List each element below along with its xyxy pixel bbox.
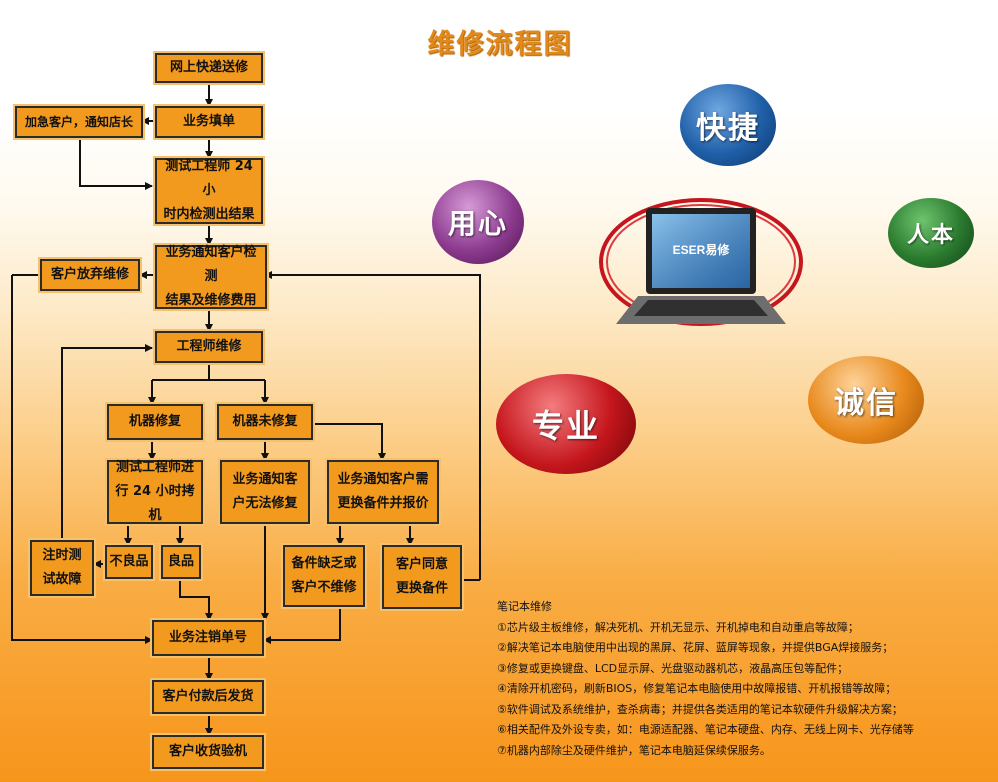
box-burnin-line2: 行 24 小时拷机: [115, 484, 195, 523]
value-fast-label: 快捷: [696, 111, 760, 146]
box-online-express-label: 网上快递送修: [169, 60, 248, 75]
box-burnin-test: 测试工程师进行 24 小时拷机: [107, 460, 203, 524]
value-circle-fast: 快捷: [680, 84, 776, 166]
notes-item: ⑤软件调试及系统维护，查杀病毒；并提供各类适用的笔记本软硬件升级解决方案；: [497, 702, 903, 716]
service-notes: 笔记本维修 ①芯片级主板维修，解决死机、开机无显示、开机掉电和自动重启等故障； …: [497, 597, 992, 761]
box-need-parts-line1: 业务通知客户需: [337, 472, 429, 487]
box-cancel-label: 业务注销单号: [168, 630, 247, 645]
box-fill-form: 业务填单: [155, 106, 263, 138]
box-note-fault-line2: 试故障: [42, 572, 82, 587]
box-online-express: 网上快递送修: [155, 53, 263, 83]
box-need-parts: 业务通知客户需更换备件并报价: [327, 460, 439, 524]
laptop-illustration: ESER易修: [599, 198, 803, 326]
value-circle-integrity: 诚信: [808, 356, 924, 444]
box-receive-check: 客户收货验机: [152, 735, 264, 769]
box-parts-missing-line1: 备件缺乏或: [291, 556, 357, 571]
box-pay-ship-label: 客户付款后发货: [162, 689, 254, 704]
box-test-24h-line2: 时内检测出结果: [163, 207, 255, 222]
box-need-parts-line2: 更换备件并报价: [337, 496, 429, 511]
laptop-keyboard: [634, 300, 768, 316]
box-note-fault: 注时测试故障: [30, 540, 94, 596]
box-engineer-label: 工程师维修: [176, 339, 242, 354]
value-professional-label: 专业: [531, 407, 600, 445]
box-test-24h-line1: 测试工程师 24 小: [165, 159, 253, 198]
box-cannot-fix: 业务通知客户无法修复: [220, 460, 310, 524]
box-notify-line1: 业务通知客户检测: [165, 245, 257, 284]
value-circle-attentive: 用心: [432, 180, 524, 264]
box-customer-agree: 客户同意更换备件: [382, 545, 462, 609]
box-note-fault-line1: 注时测: [42, 548, 82, 563]
box-notify-customer: 业务通知客户检测结果及维修费用: [155, 245, 267, 309]
diagram-title: 维修流程图: [427, 29, 573, 60]
box-machine-not-repaired: 机器未修复: [217, 404, 313, 440]
box-fill-form-label: 业务填单: [182, 114, 235, 129]
box-not-repaired-label: 机器未修复: [232, 414, 298, 429]
value-circle-humane: 人本: [888, 198, 974, 268]
box-abandon-label: 客户放弃维修: [50, 267, 129, 282]
box-urgent-label: 加急客户，通知店长: [24, 115, 133, 129]
arrow-agree-to-notify: [264, 271, 481, 580]
box-machine-repaired: 机器修复: [107, 404, 203, 440]
box-urgent-customer: 加急客户，通知店长: [15, 106, 143, 138]
box-parts-missing-line2: 客户不维修: [291, 580, 357, 595]
notes-item: ⑦机器内部除尘及硬件维护，笔记本电脑延保续保服务。: [497, 743, 771, 757]
arrow-not-repaired-to-parts: [313, 423, 386, 461]
arrow-note-to-engineer: [61, 344, 153, 540]
notes-item: ④清除开机密码，刷新BIOS，修复笔记本电脑使用中故障报错、开机报错等故障；: [497, 682, 897, 695]
box-parts-missing: 备件缺乏或客户不维修: [283, 545, 365, 607]
value-circle-professional: 专业: [496, 374, 636, 474]
box-agree-line2: 更换备件: [395, 581, 448, 596]
box-engineer-repair: 工程师维修: [155, 331, 263, 363]
box-test-24h: 测试工程师 24 小时内检测出结果: [155, 158, 263, 224]
laptop-logo-text: ESER易修: [673, 242, 731, 257]
box-agree-line1: 客户同意: [395, 557, 448, 572]
box-good: 良品: [161, 545, 201, 579]
box-receive-label: 客户收货验机: [168, 744, 247, 759]
arrow-urgent-to-test: [79, 137, 153, 190]
value-attentive-label: 用心: [447, 207, 508, 240]
box-notify-line2: 结果及维修费用: [165, 293, 257, 308]
box-defective-label: 不良品: [109, 554, 149, 569]
value-integrity-label: 诚信: [834, 386, 898, 421]
notes-item: ⑥相关配件及外设专卖，如：电源适配器、笔记本硬盘、内存、无线上网卡、光存储等: [497, 723, 914, 736]
box-cancel-order: 业务注销单号: [152, 620, 264, 656]
arrow-missing-to-cancel: [263, 607, 341, 644]
notes-item: ①芯片级主板维修，解决死机、开机无显示、开机掉电和自动重启等故障；: [497, 620, 859, 634]
box-cannot-fix-line1: 业务通知客: [232, 472, 298, 487]
box-burnin-line1: 测试工程师进: [115, 460, 194, 475]
box-repaired-label: 机器修复: [128, 414, 181, 429]
box-good-label: 良品: [167, 554, 194, 569]
notes-item: ③修复或更换键盘、LCD显示屏、光盘驱动器机芯，液晶高压包等配件；: [497, 661, 849, 675]
box-cannot-fix-line2: 户无法修复: [232, 496, 298, 511]
box-defective: 不良品: [105, 545, 153, 579]
value-humane-label: 人本: [906, 223, 955, 248]
laptop-screen-glow: [652, 214, 750, 288]
arrow-abandon-to-cancel: [11, 275, 153, 644]
notes-heading: 笔记本维修: [497, 600, 552, 613]
arrow-good-to-cancel: [179, 578, 213, 621]
notes-item: ②解决笔记本电脑使用中出现的黑屏、花屏、蓝屏等现象，并提供BGA焊接服务；: [497, 641, 894, 654]
box-customer-abandon: 客户放弃维修: [40, 259, 140, 291]
box-pay-ship: 客户付款后发货: [152, 680, 264, 714]
